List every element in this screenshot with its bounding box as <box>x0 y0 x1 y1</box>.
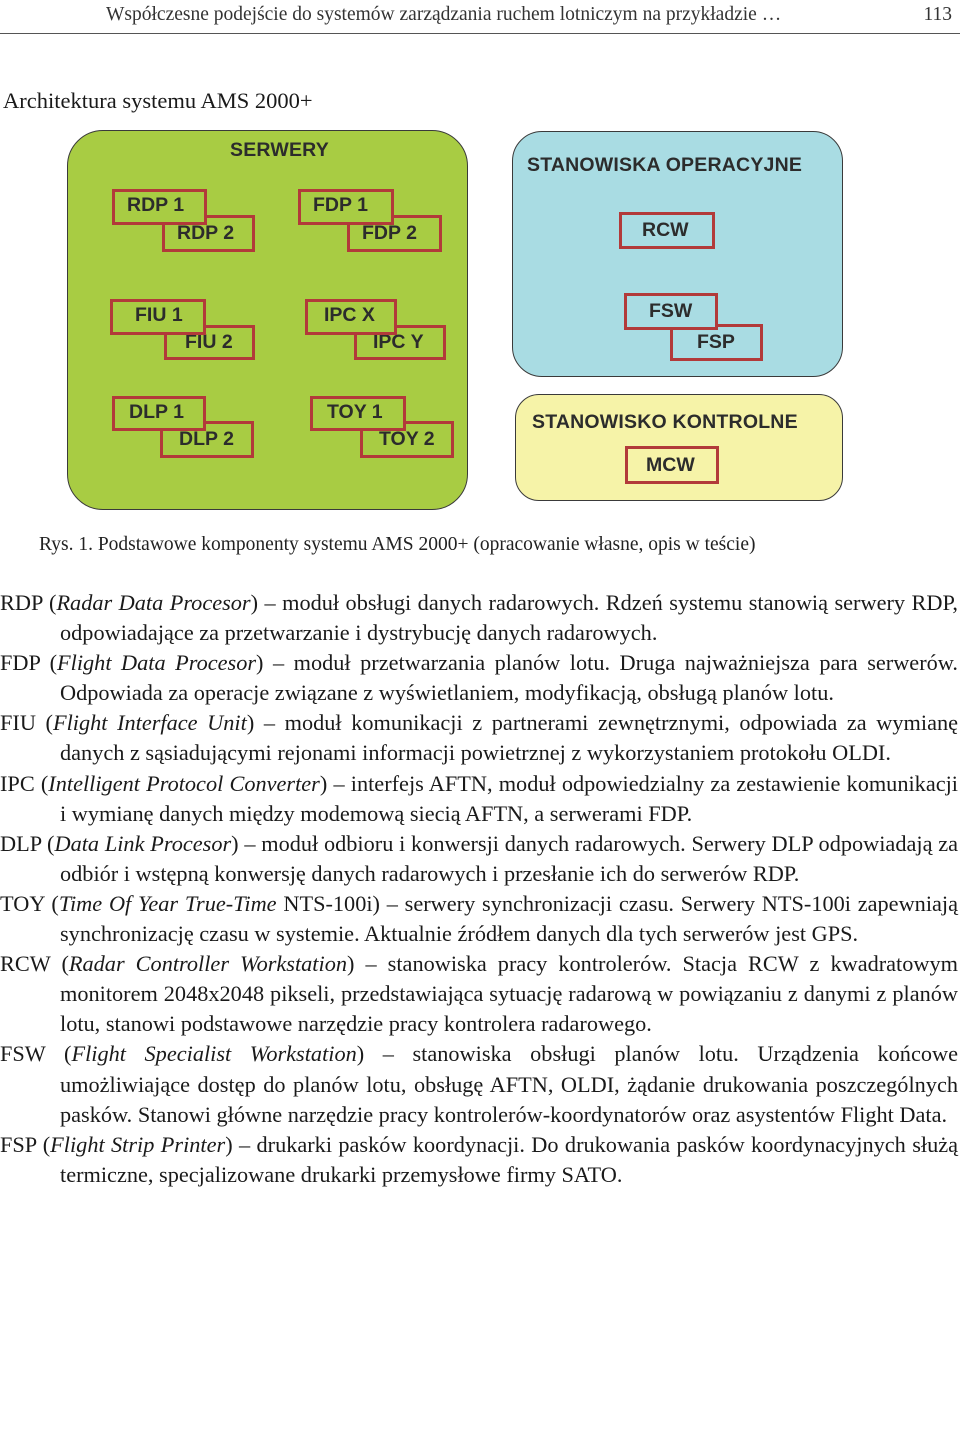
term-description: ) – moduł odbioru i konwersji danych rad… <box>60 830 959 886</box>
term: RDP <box>0 590 43 615</box>
definition-rdp: RDP (Radar Data Procesor) – moduł obsług… <box>0 590 958 646</box>
operator-stations-label: STANOWISKA OPERACYJNE <box>527 154 803 176</box>
station-box-mcw: MCW <box>625 446 719 484</box>
architecture-diagram: SERWERY STANOWISKA OPERACYJNE STANOWISKO… <box>0 128 960 518</box>
term: TOY <box>0 890 45 916</box>
definition-dlp: DLP (Data Link Procesor) – moduł odbioru… <box>0 830 959 886</box>
term-description: ) – stanowiska pracy kontrolerów. Stacja… <box>60 951 958 1037</box>
term-description: ) – drukarki pasków koordynacji. Do druk… <box>60 1131 959 1187</box>
server-box-toy-1: TOY 1 <box>310 396 406 431</box>
definition-rcw: RCW (Radar Controller Workstation) – sta… <box>0 951 958 1037</box>
term: FIU <box>0 710 36 736</box>
server-box-dlp-1: DLP 1 <box>112 396 206 431</box>
term: FSW <box>0 1041 46 1067</box>
term-expansion: Flight Data Procesor <box>57 650 257 676</box>
term-expansion: Flight Strip Printer <box>50 1131 226 1157</box>
term-expansion: Data Link Procesor <box>54 830 232 856</box>
servers-label: SERWERY <box>230 139 329 161</box>
station-box-rcw: RCW <box>619 212 715 249</box>
definition-fsp: FSP (Flight Strip Printer) – drukarki pa… <box>0 1131 959 1187</box>
server-box-rdp-1: RDP 1 <box>112 189 207 225</box>
definition-toy: TOY (Time Of Year True-Time NTS-100i) – … <box>0 890 959 947</box>
server-box-fdp-1: FDP 1 <box>298 189 394 225</box>
definition-fiu: FIU (Flight Interface Unit) – moduł komu… <box>0 710 959 766</box>
term-description: ) – moduł komunikacji z partnerami zewnę… <box>60 710 959 766</box>
term: IPC <box>0 770 35 796</box>
term: DLP <box>0 830 42 856</box>
station-box-fsw: FSW <box>624 293 718 330</box>
control-station-label: STANOWISKO KONTROLNE <box>532 411 798 433</box>
term-expansion: Intelligent Protocol Converter <box>48 770 320 796</box>
running-title: Współczesne podejście do systemów zarząd… <box>106 4 782 25</box>
term: FDP <box>0 650 41 676</box>
server-box-ipc-x: IPC X <box>305 299 397 335</box>
definition-fsw: FSW (Flight Specialist Workstation) – st… <box>0 1041 958 1127</box>
header-rule <box>0 33 960 34</box>
term-description: ) – moduł przetwarzania planów lotu. Dru… <box>60 650 958 706</box>
server-box-fiu-1: FIU 1 <box>110 299 206 335</box>
term: FSP <box>0 1131 37 1157</box>
term-expansion: Radar Controller Workstation <box>68 951 347 977</box>
page-number: 113 <box>923 4 952 25</box>
term-description: NTS-100i) – serwery synchronizacji czasu… <box>60 890 959 947</box>
section-title: Architektura systemu AMS 2000+ <box>3 88 313 113</box>
definition-fdp: FDP (Flight Data Procesor) – moduł przet… <box>0 650 958 706</box>
term-description: ) – stanowiska obsługi planów lotu. Urzą… <box>60 1041 958 1127</box>
term-description: ) – moduł obsługi danych radarowych. Rdz… <box>60 590 958 646</box>
definition-ipc: IPC (Intelligent Protocol Converter) – i… <box>0 770 959 826</box>
term-expansion: Flight Specialist Workstation <box>71 1041 357 1067</box>
term: RCW <box>0 951 51 977</box>
definitions-list: RDP (Radar Data Procesor) – moduł obsług… <box>0 588 958 1190</box>
station-box-fsp: FSP <box>670 324 763 361</box>
figure-caption: Rys. 1. Podstawowe komponenty systemu AM… <box>39 534 756 555</box>
server-box-ipc-y: IPC Y <box>354 325 446 360</box>
running-header: Współczesne podejście do systemów zarząd… <box>0 0 960 34</box>
term-expansion: Time Of Year True-Time <box>58 890 277 916</box>
term-expansion: Flight Interface Unit <box>52 710 247 736</box>
term-description: ) – interfejs AFTN, moduł odpowiedzialny… <box>60 770 959 826</box>
term-expansion: Radar Data Procesor <box>56 590 251 615</box>
